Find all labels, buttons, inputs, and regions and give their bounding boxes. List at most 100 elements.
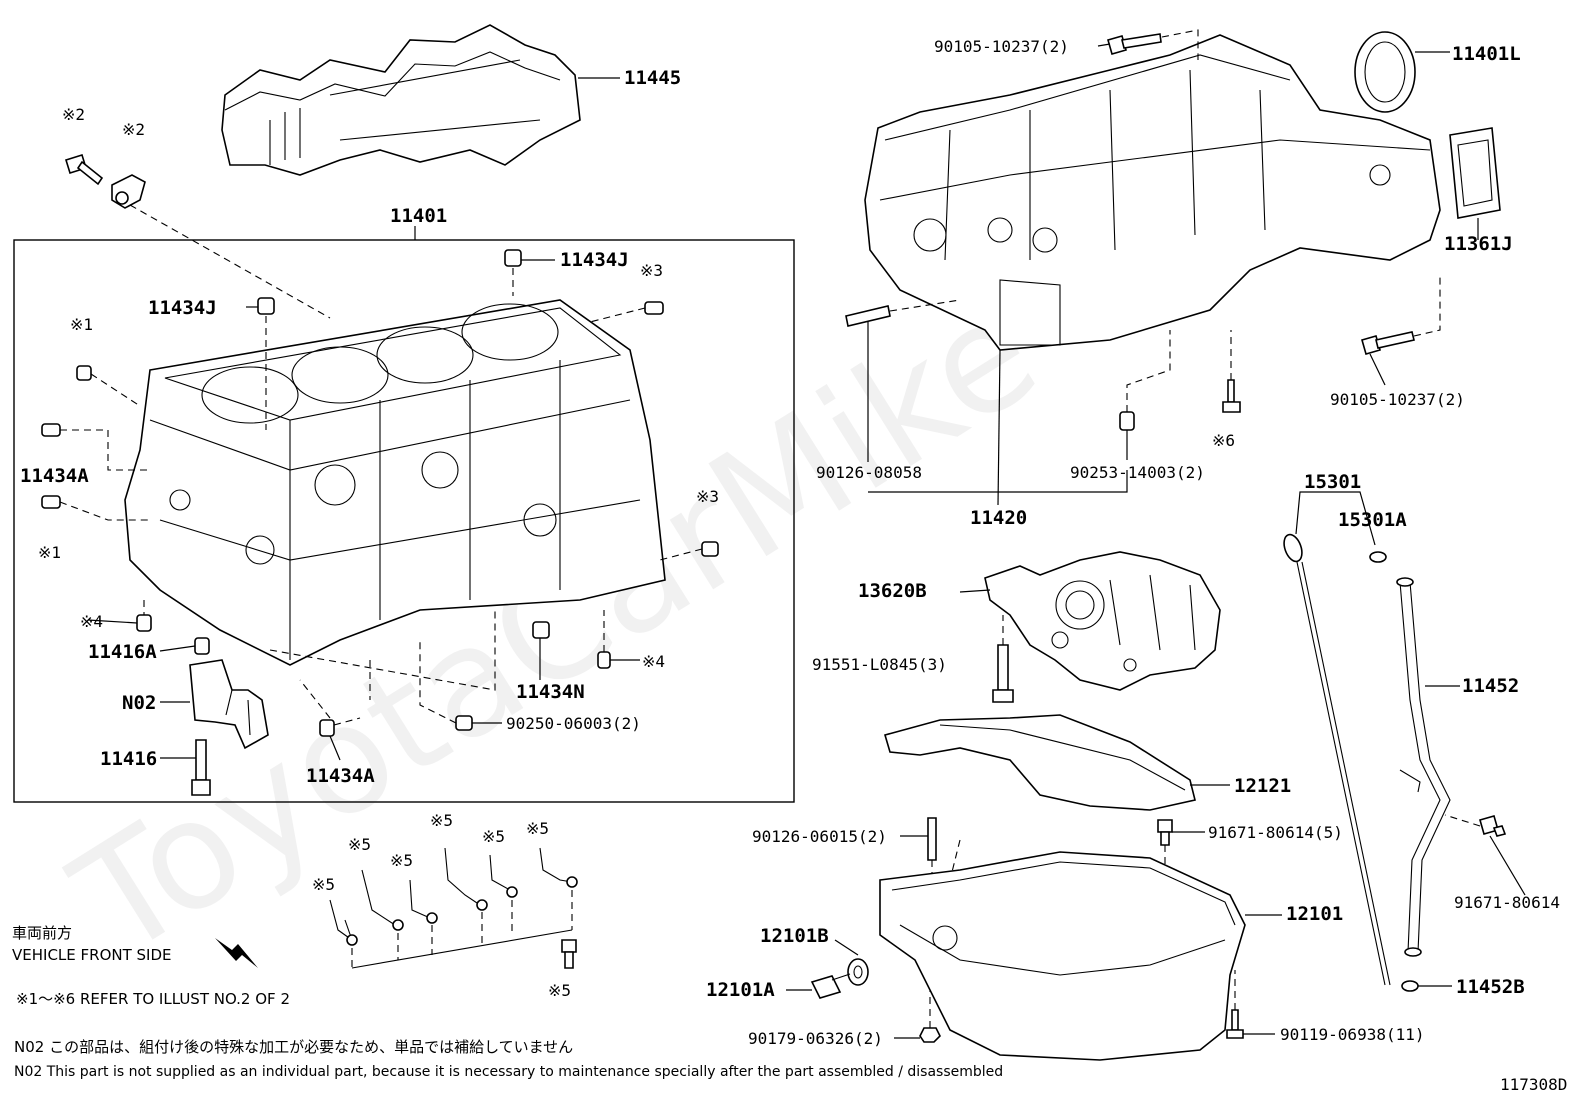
label-11420: 11420 — [970, 507, 1027, 529]
insulator-11445[interactable] — [221, 24, 581, 176]
refer-note: ※1～※6 REFER TO ILLUST NO.2 OF 2 — [16, 990, 290, 1008]
label-91551: 91551-L0845(3) — [812, 655, 947, 674]
label-90105-top: 90105-10237(2) — [934, 37, 1069, 56]
label-12101A: 12101A — [706, 979, 775, 1001]
label-90126-06015: 90126-06015(2) — [752, 827, 887, 846]
drain-plug-12101A[interactable] — [810, 973, 851, 999]
label-ref3-top: ※3 — [640, 261, 663, 280]
label-ref3-right: ※3 — [696, 487, 719, 506]
pin-11434A-bottom[interactable] — [319, 719, 335, 737]
label-ref5-f: ※5 — [526, 819, 549, 838]
label-11434A-bottom: 11434A — [306, 765, 375, 787]
bearing-cap-N02[interactable] — [189, 659, 269, 750]
bolt-90105-top[interactable] — [1107, 33, 1162, 55]
label-15301: 15301 — [1304, 471, 1361, 493]
bolt-91671-80614-5[interactable] — [1157, 819, 1173, 846]
label-ref5-e: ※5 — [482, 827, 505, 846]
pin-ref3-right[interactable] — [701, 541, 719, 557]
oil-pan-12101[interactable] — [879, 851, 1246, 1061]
oil-jet-set-ref5[interactable] — [329, 847, 578, 946]
pin-ref1-bottom[interactable] — [41, 495, 61, 509]
front-jp-label: 車両前方 — [12, 924, 72, 942]
bolt-90105-right[interactable] — [1361, 331, 1415, 355]
label-11434J-left: 11434J — [148, 297, 217, 319]
washer-12101B[interactable] — [847, 958, 869, 986]
stiffening-crankcase-11420[interactable] — [864, 34, 1441, 351]
baffle-plate-12121[interactable] — [884, 714, 1196, 811]
label-ref5-g: ※5 — [548, 981, 571, 1000]
cylinder-block[interactable] — [124, 299, 666, 666]
label-12121: 12121 — [1234, 775, 1291, 797]
label-91671-80614-5: 91671-80614(5) — [1208, 823, 1343, 842]
label-11416: 11416 — [100, 748, 157, 770]
bolt-90119[interactable] — [1226, 1009, 1244, 1039]
oil-level-gauge-15301[interactable] — [1281, 532, 1391, 986]
label-11361J: 11361J — [1444, 233, 1513, 255]
stud-90126-08058[interactable] — [845, 305, 891, 327]
bolt-ref2[interactable] — [65, 153, 104, 186]
front-en-label: VEHICLE FRONT SIDE — [12, 946, 172, 964]
bolt-11416[interactable] — [191, 739, 211, 796]
label-ref2-bracket: ※2 — [122, 120, 145, 139]
pin-ref4-left[interactable] — [136, 614, 152, 632]
pin-11434N[interactable] — [532, 621, 550, 639]
bolt-ref5[interactable] — [561, 939, 577, 969]
front-arrow-icon — [215, 938, 258, 968]
cylinder-block-group-box — [13, 239, 795, 803]
label-ref5-d: ※5 — [430, 811, 453, 830]
cover-11361J[interactable] — [1449, 127, 1501, 219]
bracket-ref2[interactable] — [111, 174, 146, 209]
label-90253: 90253-14003(2) — [1070, 463, 1205, 482]
dowel-90253[interactable] — [1119, 411, 1135, 431]
bolt-ref6[interactable] — [1222, 379, 1241, 413]
label-12101: 12101 — [1286, 903, 1343, 925]
label-90119: 90119-06938(11) — [1280, 1025, 1425, 1044]
oil-level-gauge-guide-11452[interactable] — [1396, 577, 1451, 957]
label-15301A: 15301A — [1338, 509, 1407, 531]
bolt-91671-80614[interactable] — [1479, 815, 1507, 837]
bolt-91551[interactable] — [992, 644, 1014, 703]
label-11401L: 11401L — [1452, 43, 1521, 65]
label-ref1-bottom: ※1 — [38, 543, 61, 562]
label-11416A: 11416A — [88, 641, 157, 663]
o-ring-15301A[interactable] — [1369, 551, 1387, 563]
oil-pump-13620B[interactable] — [984, 551, 1221, 691]
label-11434J-top: 11434J — [560, 249, 629, 271]
o-ring-11452B[interactable] — [1401, 980, 1419, 992]
pin-11434A-top[interactable] — [41, 423, 61, 437]
label-11445: 11445 — [624, 67, 681, 89]
label-ref5-b: ※5 — [348, 835, 371, 854]
label-ref6: ※6 — [1212, 431, 1235, 450]
label-11434N: 11434N — [516, 681, 585, 703]
pin-ref4-right[interactable] — [597, 651, 611, 669]
stud-90126-06015[interactable] — [927, 817, 937, 861]
label-11452: 11452 — [1462, 675, 1519, 697]
oil-seal-11401L[interactable] — [1354, 31, 1416, 113]
label-11401: 11401 — [390, 205, 447, 227]
illustration-number: 117308D — [1500, 1075, 1567, 1094]
label-90126-08058: 90126-08058 — [816, 463, 922, 482]
pin-11434J-left[interactable] — [257, 297, 275, 315]
label-ref1-top: ※1 — [70, 315, 93, 334]
label-13620B: 13620B — [858, 580, 927, 602]
label-ref2-bolt: ※2 — [62, 105, 85, 124]
label-ref4-left: ※4 — [80, 612, 103, 631]
label-11434A-top: 11434A — [20, 465, 89, 487]
label-N02: N02 — [122, 692, 156, 714]
nut-90179[interactable] — [919, 1027, 941, 1043]
label-90179: 90179-06326(2) — [748, 1029, 883, 1048]
label-91671-80614: 91671-80614 — [1454, 893, 1560, 912]
pin-11434J-top[interactable] — [504, 249, 522, 267]
pin-11416A[interactable] — [194, 637, 210, 655]
label-ref5-c: ※5 — [390, 851, 413, 870]
pin-90250[interactable] — [455, 715, 473, 731]
label-90105-right: 90105-10237(2) — [1330, 390, 1465, 409]
n02-note-jp: N02 この部品は、組付け後の特殊な加工が必要なため、単品では補給していません — [14, 1038, 573, 1056]
callouts: 11445 11401 11434J 11434J 11434A 11434A … — [12, 37, 1567, 1094]
label-12101B: 12101B — [760, 925, 829, 947]
label-11452B: 11452B — [1456, 976, 1525, 998]
pin-ref3-top[interactable] — [644, 301, 664, 315]
pin-ref1-top[interactable] — [76, 365, 92, 381]
label-ref5-a: ※5 — [312, 875, 335, 894]
